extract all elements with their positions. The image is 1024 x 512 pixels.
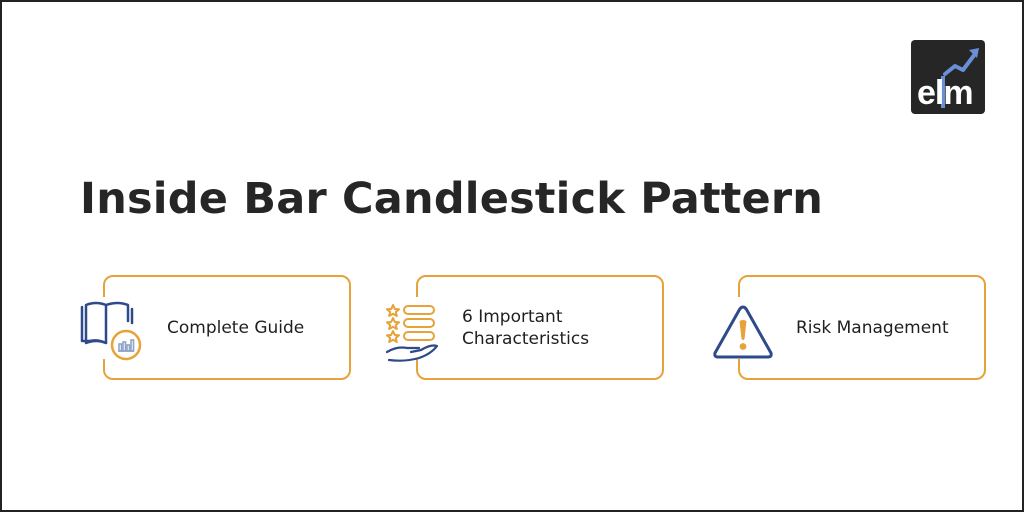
card-label: 6 Important Characteristics [462, 277, 589, 378]
card-label: Complete Guide [167, 317, 305, 338]
logo-text: elm [917, 74, 974, 112]
elm-logo: elm [911, 40, 985, 114]
star-checklist-hand-icon [385, 304, 439, 362]
card-characteristics: 6 Important Characteristics [414, 275, 664, 380]
card-label-line2: Characteristics [462, 328, 590, 349]
card-complete-guide: Complete Guide [101, 275, 351, 380]
card-label: Risk Management [796, 317, 949, 338]
page-title: Inside Bar Candlestick Pattern [80, 174, 824, 224]
card-label-line1: 6 Important [462, 306, 563, 327]
trend-arrow-icon [943, 48, 979, 76]
warning-triangle-icon [713, 305, 773, 359]
book-chart-icon [80, 301, 142, 361]
card-risk-management: Risk Management [736, 275, 986, 380]
logo-accent-bar [941, 76, 945, 108]
